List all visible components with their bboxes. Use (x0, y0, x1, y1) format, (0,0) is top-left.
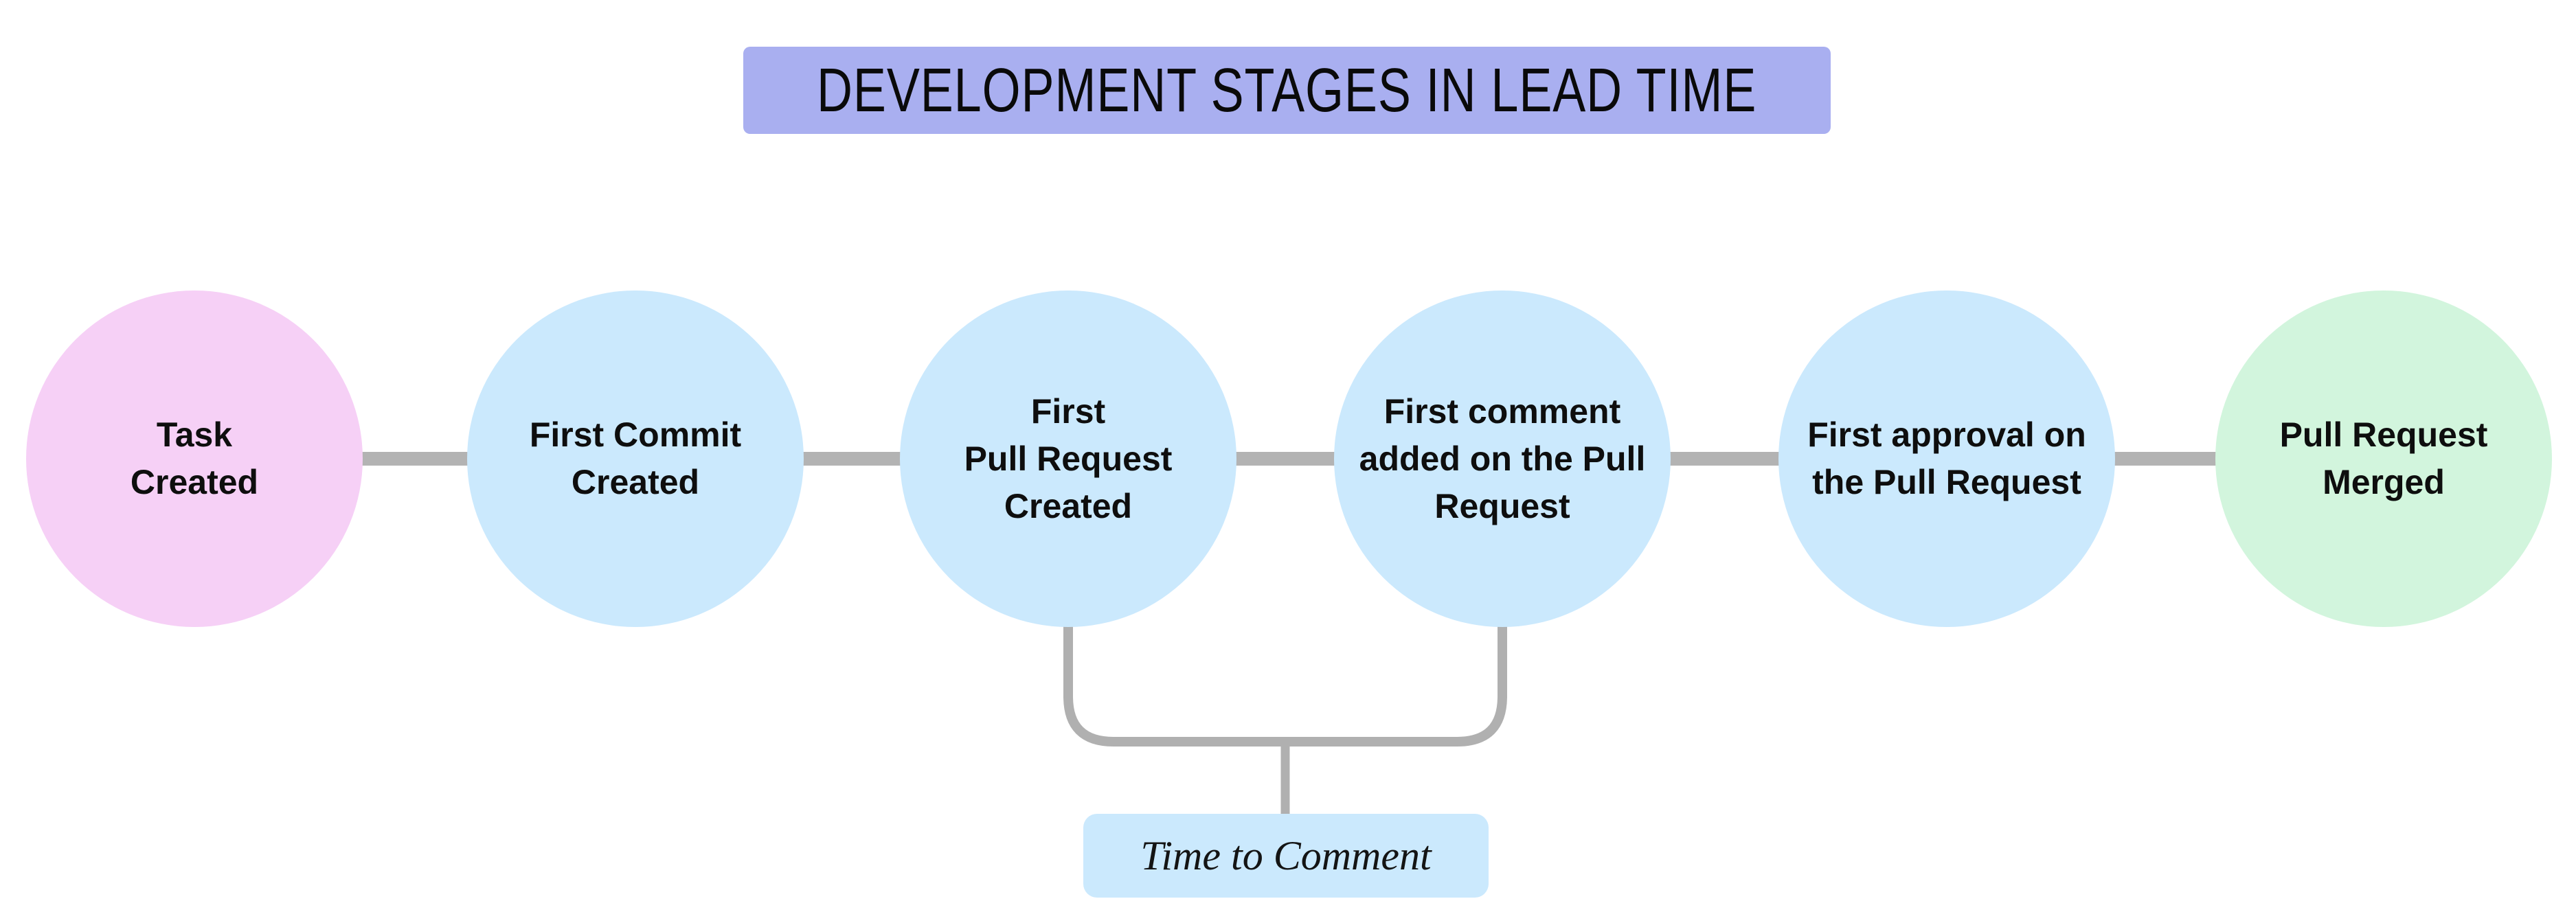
stage-circle-first-commit-created: First Commit Created (467, 290, 804, 627)
stage-circle-pull-request-merged: Pull Request Merged (2215, 290, 2552, 627)
stage-circle-first-pull-request-created: First Pull Request Created (900, 290, 1236, 627)
stage-circle-task-created: Task Created (26, 290, 363, 627)
annotation-time-to-comment: Time to Comment (1083, 814, 1489, 898)
diagram-title-banner: DEVELOPMENT STAGES IN LEAD TIME (743, 47, 1831, 134)
stage-circle-first-comment-added: First comment added on the Pull Request (1334, 290, 1671, 627)
diagram-title: DEVELOPMENT STAGES IN LEAD TIME (817, 56, 1757, 124)
bracket-curve (1063, 622, 1507, 747)
stage-circle-first-approval: First approval on the Pull Request (1778, 290, 2115, 627)
